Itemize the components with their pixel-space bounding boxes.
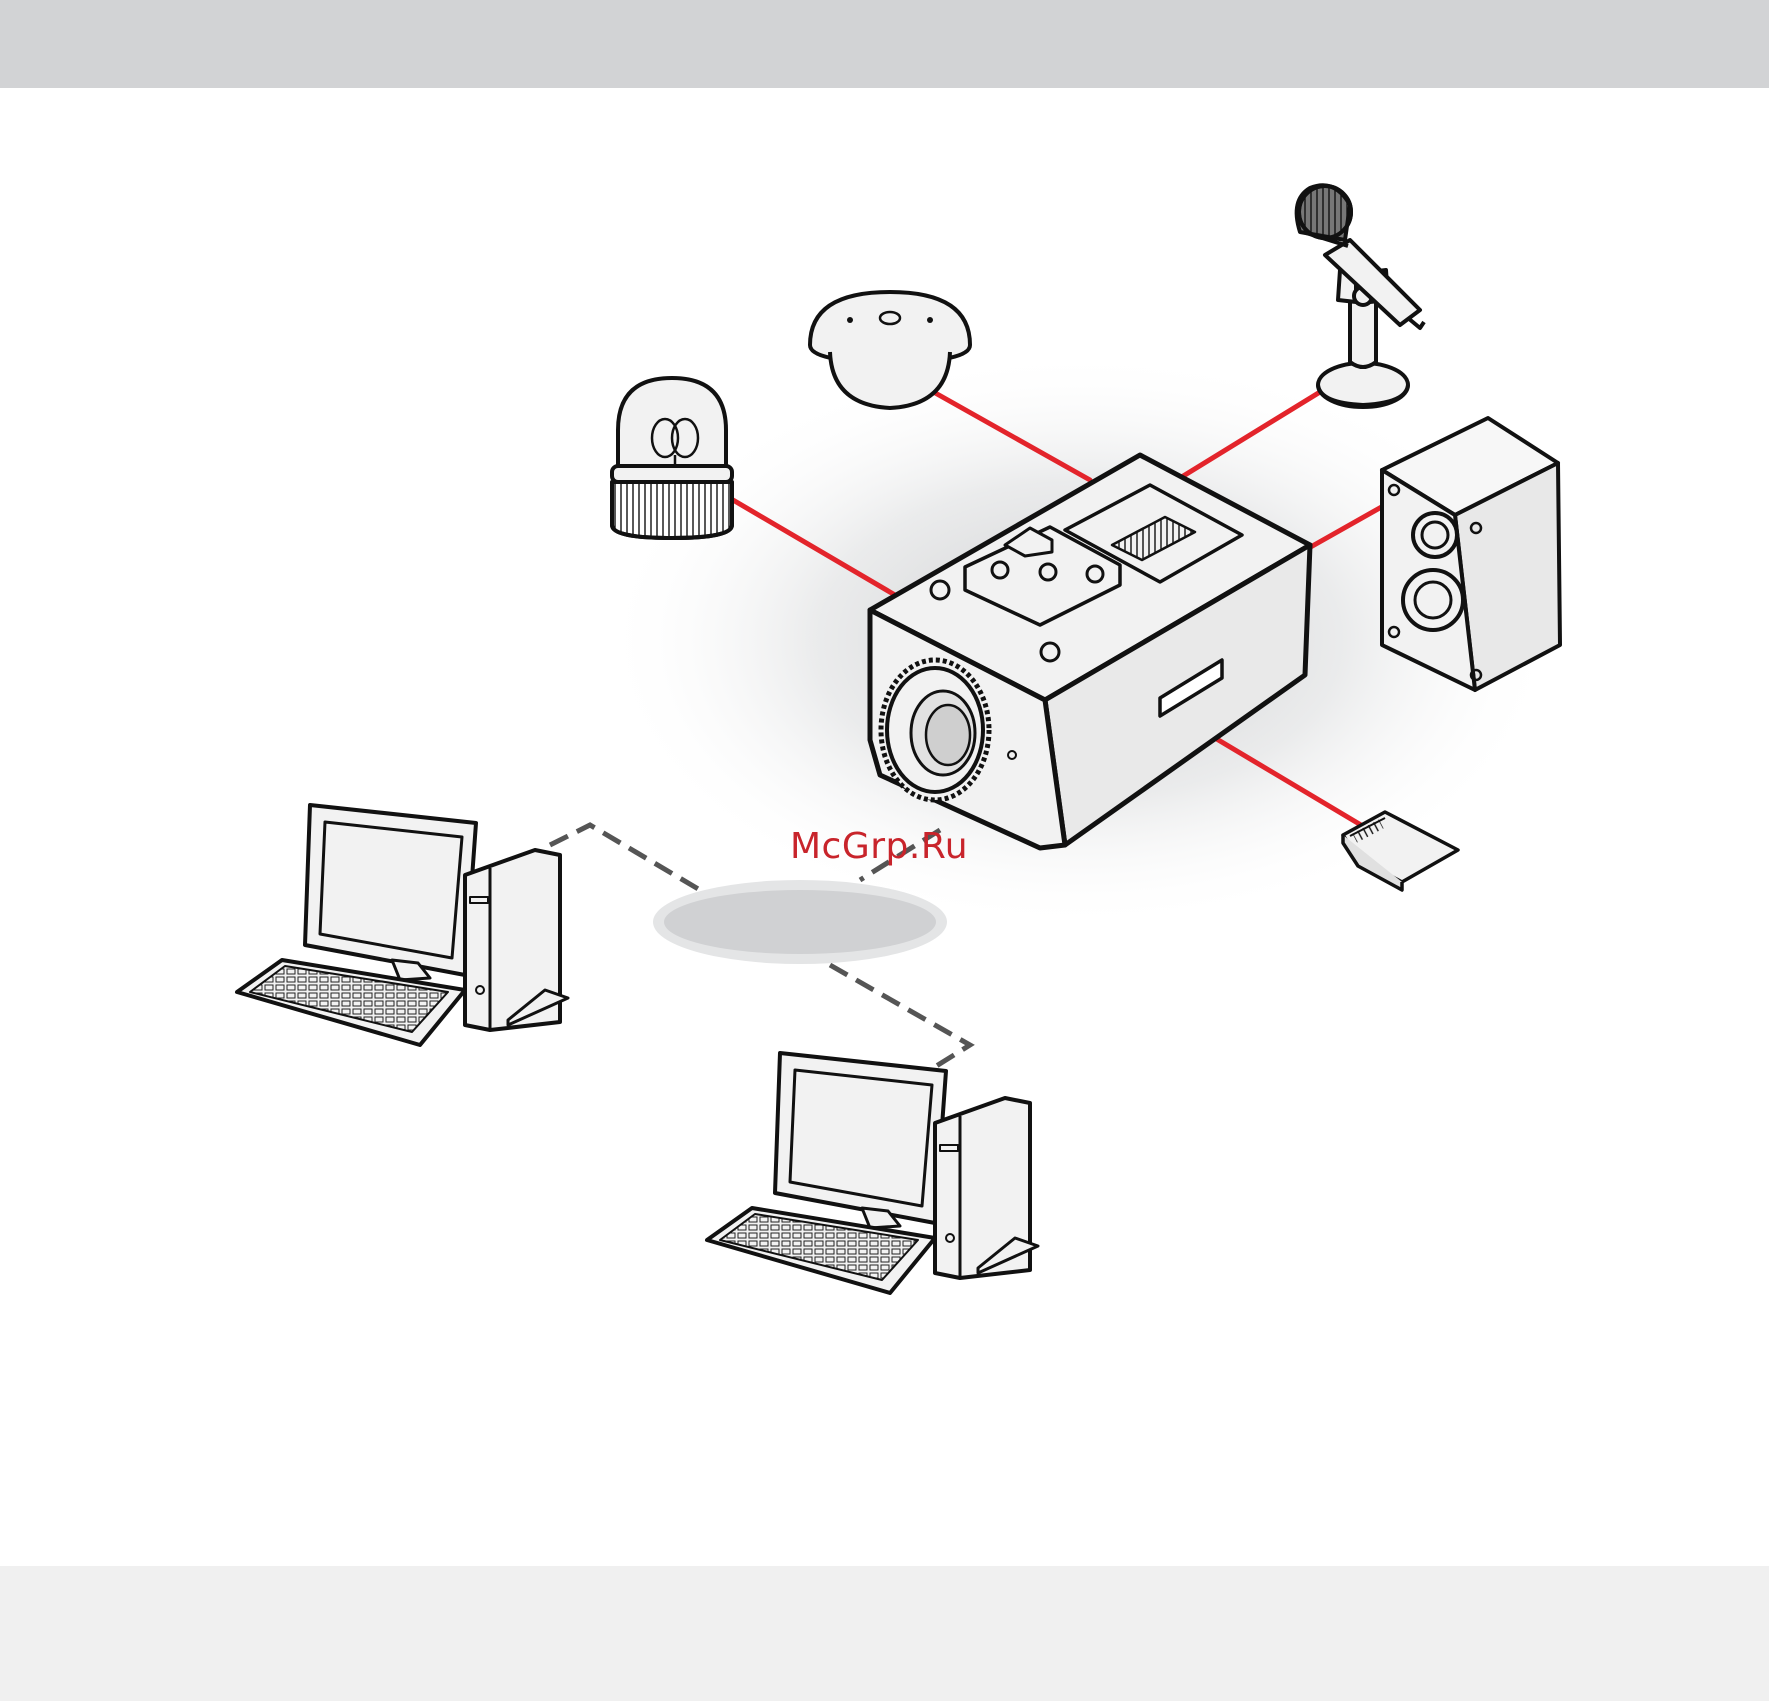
pc-left-icon: [237, 805, 568, 1045]
microphone-icon: [1297, 185, 1424, 407]
watermark-text: McGrp.Ru: [790, 826, 968, 867]
alarm-beacon-icon: [612, 378, 732, 538]
link-pc-left: [550, 825, 700, 890]
link-pc-bottom: [830, 965, 970, 1070]
pc-bottom-icon: [707, 1053, 1038, 1293]
network-cloud: [664, 890, 936, 954]
speaker-icon: [1382, 418, 1560, 690]
